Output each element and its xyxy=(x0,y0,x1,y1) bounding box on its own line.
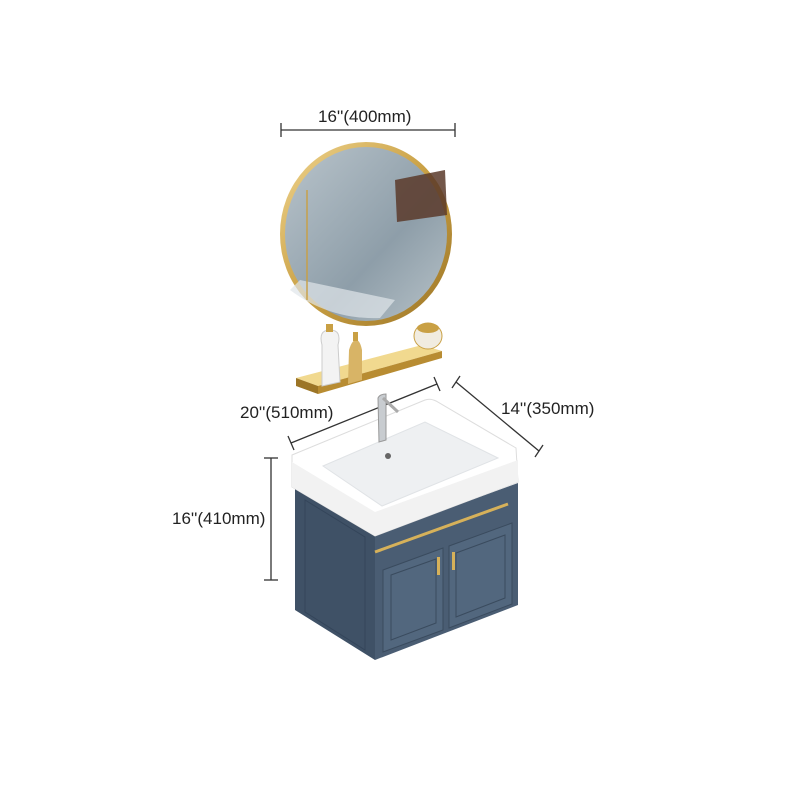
gold-shelf xyxy=(296,322,443,394)
vanity-cabinet xyxy=(295,483,518,660)
round-mirror xyxy=(280,142,452,326)
mirror-width-dimension-line xyxy=(280,123,456,137)
basin-width-dimension-line xyxy=(287,376,441,451)
basin-width-label: 20''(510mm) xyxy=(240,403,334,422)
basin-depth-dimension-line xyxy=(451,375,544,458)
cabinet-height-label: 16''(410mm) xyxy=(172,509,266,528)
mirror-width-label: 16''(400mm) xyxy=(318,107,412,126)
cabinet-height-dimension-line xyxy=(264,457,278,581)
ceramic-basin xyxy=(291,393,519,537)
basin-depth-label: 14''(350mm) xyxy=(501,399,595,418)
